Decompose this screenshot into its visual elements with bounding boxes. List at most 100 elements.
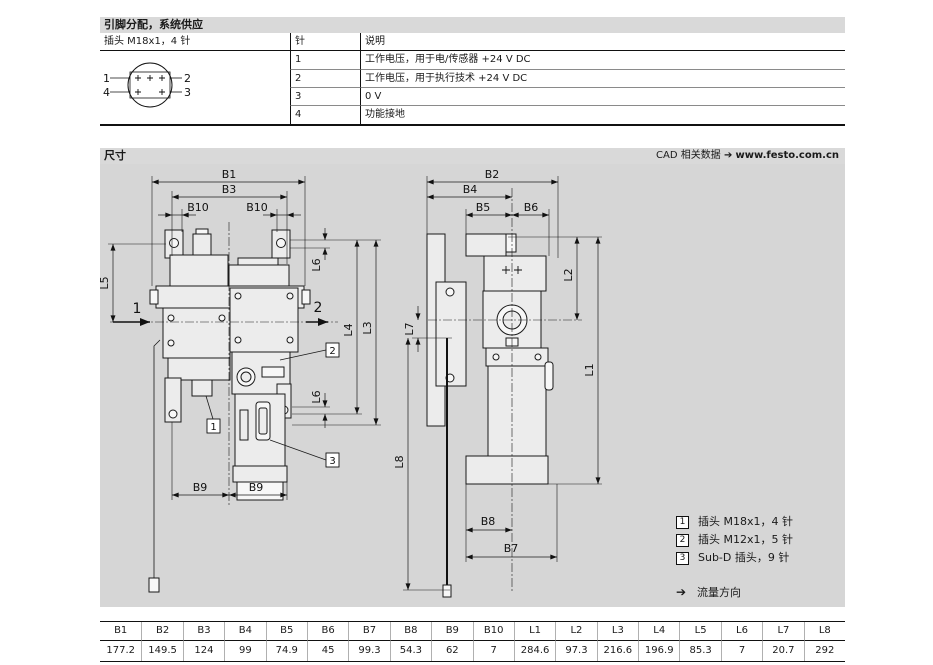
dim-label-b7: B7 <box>504 542 519 555</box>
dim-value-b7: 99.3 <box>348 641 389 661</box>
legend-number-1: 1 <box>676 515 689 529</box>
dim-label-b8: B8 <box>481 515 496 528</box>
dim-value-b6: 45 <box>306 641 348 661</box>
side-bracket-screw-top <box>445 287 455 297</box>
front-port-right <box>301 289 311 305</box>
front-m18-connector <box>191 379 213 397</box>
front-screw <box>218 314 226 322</box>
dim-header-b3: B3 <box>182 622 225 641</box>
pin-table-header-description: 说明 <box>360 33 845 51</box>
pin-table-header-connector: 插头 M18x1，4 针 <box>100 33 290 51</box>
pin-assignment-table: 插头 M18x1，4 针 针 说明 1 2 4 3 1 工作电压，用于电/传感器… <box>100 33 845 126</box>
dim-value-l7: 20.7 <box>762 641 803 661</box>
dim-label-b6: B6 <box>524 201 539 214</box>
dim-label-l6-bottom: L6 <box>310 390 323 403</box>
dim-label-b4: B4 <box>463 183 478 196</box>
pin-assignment-title-bar: 引脚分配，系统供应 <box>100 17 845 33</box>
dim-label-l2: L2 <box>562 268 575 281</box>
pin-row-3-pin: 3 <box>290 88 360 106</box>
dim-label-b9-right: B9 <box>249 481 264 494</box>
dimension-drawing-area: 1 2 B1 B3 B10 B10 L5 L6 L4 L3 L6 B9 B9 2… <box>100 164 845 607</box>
dim-header-l1: L1 <box>513 622 556 641</box>
side-top-connector <box>465 233 507 257</box>
side-extension-lines <box>403 176 602 591</box>
pin-row-3-desc: 0 V <box>360 88 845 106</box>
dim-header-l8: L8 <box>803 622 845 641</box>
dim-label-b10-right: B10 <box>246 201 268 214</box>
front-cable <box>153 339 161 578</box>
pin-row-1-desc: 工作电压，用于电/传感器 +24 V DC <box>360 51 845 70</box>
side-view: B2 B4 B5 B6 L2 L1 L7 L8 B8 B7 <box>393 168 602 598</box>
dim-label-l7: L7 <box>403 322 416 335</box>
side-actuator-base <box>465 455 549 485</box>
callout-3-label: 3 <box>329 456 335 467</box>
front-subd-connector-pins <box>258 407 268 435</box>
front-screw <box>167 339 175 347</box>
dim-label-b5: B5 <box>476 201 491 214</box>
front-mount-bracket-bottom-left <box>164 377 182 423</box>
dimension-drawing: 1 2 B1 B3 B10 B10 L5 L6 L4 L3 L6 B9 B9 2… <box>100 168 602 598</box>
legend-text-3: Sub-D 插头，9 针 <box>698 551 790 564</box>
front-top-connector <box>192 233 212 256</box>
legend-text-2: 插头 M12x1，5 针 <box>698 533 793 546</box>
front-middle-right-block <box>229 287 299 353</box>
callout-2-label: 2 <box>329 346 335 357</box>
pin-row-4-desc: 功能接地 <box>360 106 845 124</box>
pin-row-1-pin: 1 <box>290 51 360 70</box>
dimensions-title-bar: 尺寸 CAD 相关数据 ➔ www.festo.com.cn <box>100 148 845 164</box>
side-upper-screws <box>502 266 522 274</box>
dim-header-b10: B10 <box>472 622 514 641</box>
dim-value-l1: 284.6 <box>513 641 555 661</box>
legend-item-flow: ➔流量方向 <box>676 585 741 599</box>
pin-1-label: 1 <box>103 72 110 85</box>
callout-1-box <box>206 418 221 434</box>
dim-header-l2: L2 <box>555 622 597 641</box>
front-actuator-slot <box>239 409 249 441</box>
callout-1-leader <box>205 395 214 420</box>
dim-label-b10-left: B10 <box>187 201 209 214</box>
dim-header-l6: L6 <box>720 622 763 641</box>
dim-value-b3: 124 <box>182 641 224 661</box>
cad-link[interactable]: CAD 相关数据 ➔ www.festo.com.cn <box>656 148 839 164</box>
front-lower-left-block <box>167 357 231 381</box>
legend-text-flow: 流量方向 <box>697 586 741 599</box>
legend-number-2: 2 <box>676 533 689 547</box>
side-screw <box>534 353 542 361</box>
front-bracket-screw-bottom-left <box>168 409 178 419</box>
side-screw <box>492 353 500 361</box>
pin-row-2-desc: 工作电压，用于执行技术 +24 V DC <box>360 70 845 88</box>
side-actuator-body <box>487 365 547 457</box>
dim-header-b1: B1 <box>100 622 142 641</box>
dim-header-l7: L7 <box>762 622 804 641</box>
pin-assignment-title: 引脚分配，系统供应 <box>104 18 203 31</box>
flow-out-label: 2 <box>314 300 323 316</box>
dim-value-b9: 62 <box>431 641 472 661</box>
dim-value-b10: 7 <box>472 641 514 661</box>
dim-label-b3: B3 <box>222 183 237 196</box>
dim-header-l4: L4 <box>638 622 680 641</box>
dim-header-l5: L5 <box>679 622 721 641</box>
dim-label-b9-left: B9 <box>193 481 208 494</box>
connector-pins <box>135 75 165 95</box>
dim-label-l8: L8 <box>393 455 406 468</box>
pin-4-label: 4 <box>103 86 110 99</box>
side-top-connector-cap <box>505 233 517 253</box>
dim-value-l3: 216.6 <box>596 641 638 661</box>
dim-header-b8: B8 <box>389 622 432 641</box>
dim-header-b4: B4 <box>224 622 266 641</box>
dim-label-l3: L3 <box>361 321 374 334</box>
connector-pin-block <box>129 71 171 99</box>
dim-label-b2: B2 <box>485 168 500 181</box>
dim-header-b9: B9 <box>431 622 473 641</box>
dim-label-l4: L4 <box>342 323 355 336</box>
cad-label: CAD 相关数据 <box>656 150 721 161</box>
dim-value-b5: 74.9 <box>265 641 307 661</box>
dim-header-l3: L3 <box>596 622 639 641</box>
cad-url[interactable]: www.festo.com.cn <box>735 150 839 161</box>
dim-label-l1: L1 <box>583 363 596 376</box>
front-screw <box>234 336 242 344</box>
callout-3-leader <box>269 439 327 461</box>
callout-2-leader <box>279 349 327 361</box>
front-screw <box>286 292 294 300</box>
dim-label-b1: B1 <box>222 168 237 181</box>
